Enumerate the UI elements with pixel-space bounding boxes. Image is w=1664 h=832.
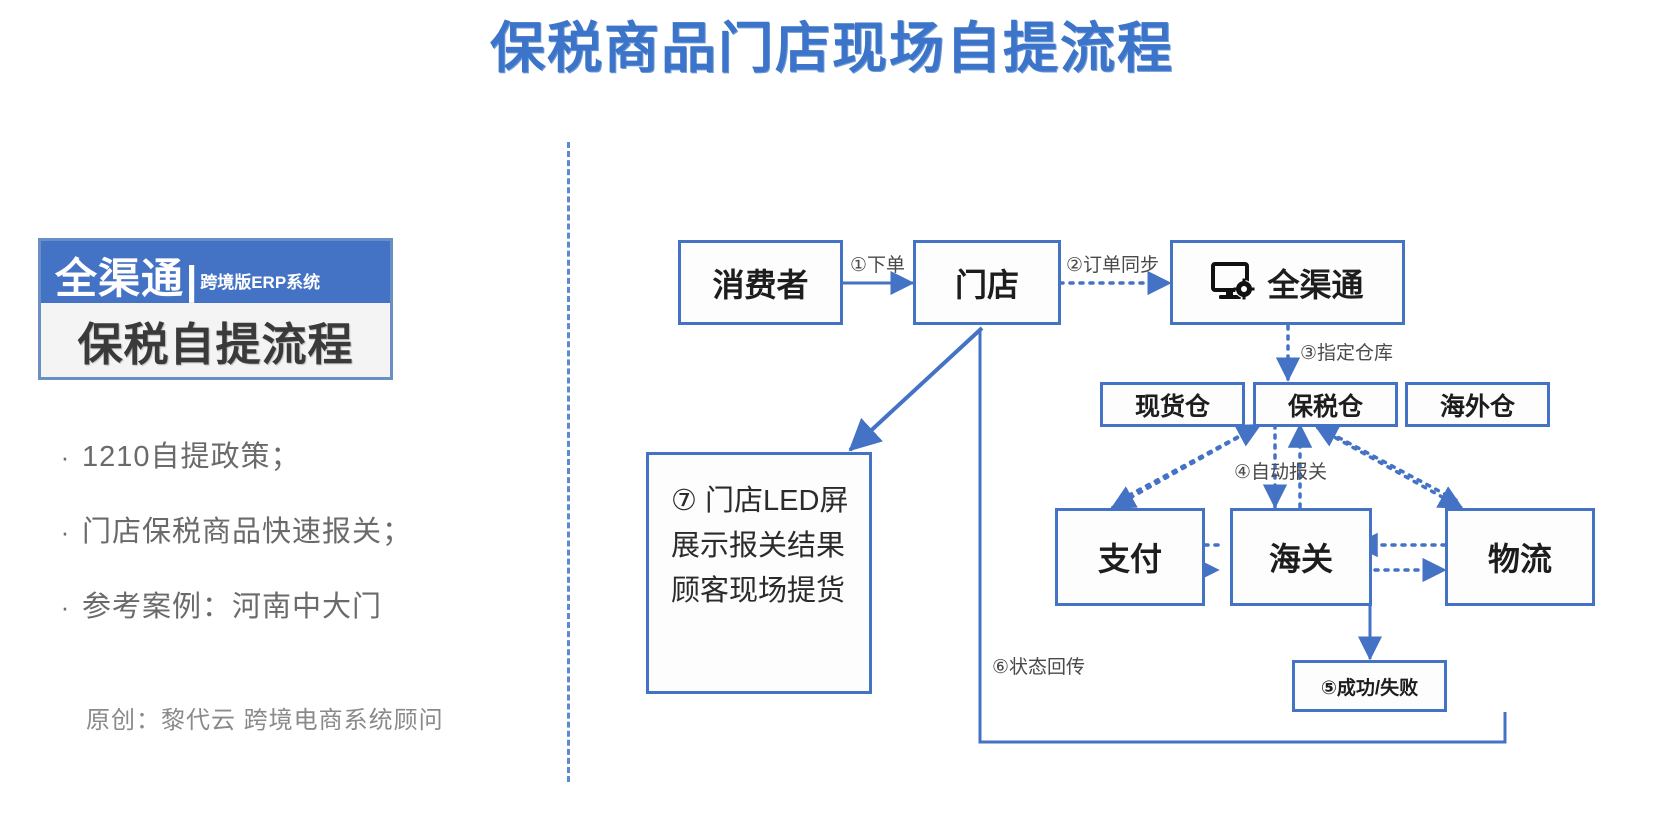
- bullet-marker-icon: ·: [60, 516, 70, 547]
- brand-caption-text: 保税自提流程: [77, 318, 354, 370]
- node-omnichannel[interactable]: 全渠通: [1170, 240, 1405, 325]
- led-line-3: 顾客现场提货: [671, 574, 846, 607]
- node-result-label: ⑤成功/失败: [1320, 677, 1419, 699]
- edge-label-order-sync: ②订单同步: [1066, 255, 1160, 276]
- vertical-dashed-divider: [567, 142, 570, 782]
- node-consumer-label: 消费者: [712, 266, 809, 303]
- brand-logo-box: 全渠通 | 跨境版ERP系统 保税自提流程: [38, 238, 393, 380]
- credit-line: 原创：黎代云 跨境电商系统顾问: [86, 707, 444, 734]
- page-title: 保税商品门店现场自提流程: [489, 17, 1174, 79]
- flow-edges: [820, 270, 1507, 744]
- edge-label-assign-warehouse: ③指定仓库: [1300, 343, 1394, 364]
- bullet-text: 门店保税商品快速报关；: [82, 515, 413, 548]
- node-logistics[interactable]: 物流: [1445, 508, 1595, 606]
- node-payment[interactable]: 支付: [1055, 508, 1205, 606]
- node-customs[interactable]: 海关: [1230, 508, 1372, 606]
- monitor-gear-icon: [1211, 261, 1255, 299]
- node-warehouse-overseas-label: 海外仓: [1439, 392, 1515, 421]
- brand-name: 全渠通: [55, 255, 185, 303]
- flow-diagram: 消费者 门店: [600, 140, 1640, 800]
- node-warehouse-spot[interactable]: 现货仓: [1100, 382, 1245, 427]
- node-customs-label: 海关: [1268, 541, 1333, 577]
- bullet-text: 1210自提政策；: [82, 441, 301, 473]
- bullet-text: 参考案例：河南中大门: [82, 590, 383, 623]
- node-payment-label: 支付: [1097, 541, 1162, 577]
- bullet-marker-icon: ·: [60, 442, 70, 472]
- node-store-label: 门店: [954, 266, 1019, 303]
- edge-label-status-return: ⑥状态回传: [992, 657, 1086, 678]
- node-logistics-label: 物流: [1487, 541, 1552, 577]
- node-warehouse-bonded-label: 保税仓: [1287, 392, 1363, 421]
- node-omnichannel-label: 全渠通: [1267, 266, 1364, 303]
- node-store[interactable]: 门店: [913, 240, 1061, 325]
- list-item: · 1210自提政策；: [48, 440, 518, 475]
- edge-label-order: ①下单: [850, 255, 906, 276]
- list-item: · 门店保税商品快速报关；: [48, 515, 518, 550]
- node-result[interactable]: ⑤成功/失败: [1292, 660, 1447, 712]
- node-warehouse-bonded[interactable]: 保税仓: [1253, 382, 1398, 427]
- brand-logo-caption: 保税自提流程: [41, 303, 390, 377]
- bullet-list: · 1210自提政策； · 门店保税商品快速报关； · 参考案例：河南中大门: [48, 440, 518, 664]
- led-line-1: ⑦ 门店LED屏: [671, 485, 849, 517]
- node-warehouse-overseas[interactable]: 海外仓: [1405, 382, 1550, 427]
- bullet-marker-icon: ·: [60, 591, 70, 622]
- brand-logo-header: 全渠通 | 跨境版ERP系统: [41, 241, 390, 303]
- list-item: · 参考案例：河南中大门: [48, 590, 518, 625]
- brand-subtitle: 跨境版ERP系统: [200, 272, 321, 292]
- node-consumer[interactable]: 消费者: [678, 240, 843, 325]
- node-warehouse-spot-label: 现货仓: [1134, 392, 1210, 421]
- led-line-2: 展示报关结果: [671, 529, 846, 562]
- node-led-screen[interactable]: ⑦ 门店LED屏 展示报关结果 顾客现场提货: [646, 452, 872, 694]
- brand-divider: |: [186, 259, 198, 303]
- edge-label-auto-declare: ④自动报关: [1234, 462, 1328, 483]
